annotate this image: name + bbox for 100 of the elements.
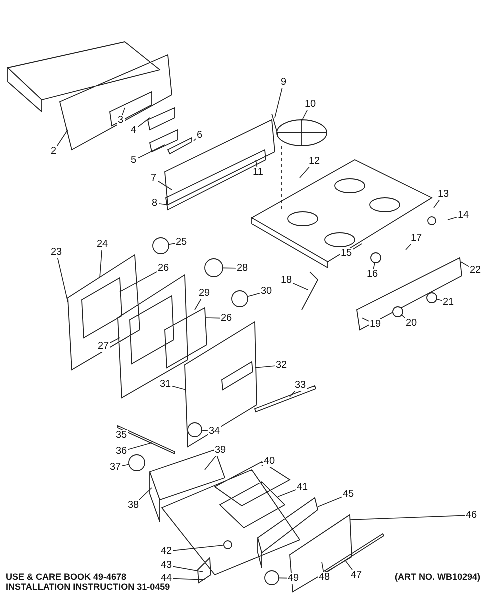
callout-number: 26 — [220, 313, 234, 324]
leader-line — [373, 262, 376, 270]
leader-line — [300, 166, 310, 178]
callout-number: 3 — [117, 115, 125, 126]
leader-line — [204, 456, 217, 470]
leader-line — [100, 250, 102, 278]
callout-number: 25 — [175, 237, 188, 248]
callout-number: 11 — [252, 167, 264, 178]
callout-number: 44 — [160, 573, 174, 584]
leader-line — [292, 283, 308, 290]
callout-number: 17 — [410, 233, 424, 244]
callout-number: 31 — [159, 379, 172, 390]
leader-line — [460, 262, 470, 268]
callout-number: 20 — [405, 318, 418, 329]
leader-line — [322, 562, 324, 572]
round-part — [128, 454, 146, 472]
document-reference-text: USE & CARE BOOK 49-4678 — [6, 572, 127, 582]
leader-line — [139, 488, 152, 500]
callout-number: 14 — [457, 210, 470, 221]
callout-number: 49 — [287, 573, 300, 584]
callout-number: 6 — [196, 130, 204, 141]
callout-number: 43 — [160, 560, 174, 571]
round-part — [426, 292, 438, 304]
leader-line — [344, 560, 353, 570]
round-part — [370, 252, 382, 264]
callout-number: 35 — [115, 430, 128, 441]
leader-line — [128, 442, 152, 450]
leader-line — [172, 545, 224, 552]
leader-line — [434, 200, 440, 208]
leader-line — [350, 515, 466, 520]
round-part — [264, 570, 280, 586]
callout-number: 29 — [198, 288, 212, 299]
leader-line — [137, 144, 166, 159]
callout-number: 42 — [160, 546, 174, 557]
leader-line — [302, 110, 308, 122]
callout-number: 41 — [296, 482, 310, 493]
leader-line — [122, 464, 130, 466]
callout-number: 45 — [342, 489, 356, 500]
callout-number: 28 — [236, 263, 250, 274]
round-part — [152, 238, 170, 254]
callout-number: 13 — [437, 189, 450, 200]
callout-number: 21 — [442, 297, 456, 308]
callout-number: 47 — [350, 570, 364, 581]
callout-number: 27 — [97, 341, 110, 352]
leader-line — [290, 390, 296, 398]
round-part — [224, 540, 232, 550]
leader-line — [352, 244, 362, 250]
callout-number: 22 — [469, 265, 482, 276]
callout-number: 46 — [465, 510, 478, 521]
callout-number: 12 — [308, 156, 322, 167]
callout-number: 26 — [157, 263, 170, 274]
leader-line — [436, 298, 442, 302]
callout-number: 23 — [50, 247, 64, 258]
leader-line — [222, 268, 236, 269]
leader-line — [256, 160, 258, 168]
leader-line — [362, 318, 370, 322]
leader-line — [168, 243, 176, 246]
leader-line — [172, 578, 206, 580]
leader-line — [172, 566, 204, 572]
leader-line — [202, 430, 208, 432]
callout-number: 38 — [127, 500, 140, 511]
leader-line — [122, 108, 126, 116]
callout-number: 48 — [318, 572, 332, 583]
leader-line — [194, 138, 196, 142]
round-part — [392, 306, 404, 318]
callout-number: 30 — [260, 286, 274, 297]
leader-line — [278, 490, 296, 498]
leader-line — [157, 180, 172, 190]
callout-number: 33 — [294, 380, 308, 391]
leader-line — [57, 258, 68, 302]
leader-line — [254, 366, 276, 368]
round-part — [188, 422, 202, 438]
callout-number: 5 — [130, 155, 138, 166]
callout-number: 37 — [109, 462, 122, 473]
leader-line — [206, 318, 220, 319]
document-reference-text: INSTALLATION INSTRUCTION 31-0459 — [6, 582, 170, 592]
callout-number: 24 — [96, 239, 110, 250]
leader-line — [318, 496, 342, 508]
leader-line — [401, 314, 406, 318]
callout-number: 18 — [280, 275, 294, 286]
leader-line — [406, 244, 412, 250]
callout-number: 34 — [208, 426, 222, 437]
round-part — [232, 290, 248, 308]
callout-number: 10 — [304, 99, 318, 110]
callout-number: 8 — [151, 198, 159, 209]
round-part — [204, 258, 224, 278]
callout-number: 32 — [275, 360, 288, 371]
leader-line — [120, 272, 158, 292]
callout-number: 9 — [280, 77, 288, 88]
callout-number: 19 — [369, 319, 382, 330]
callout-number: 36 — [115, 446, 128, 457]
leader-line — [137, 118, 150, 128]
leader-line — [448, 217, 458, 220]
leader-line — [110, 338, 120, 344]
leader-line — [194, 298, 202, 310]
callout-number: 2 — [50, 146, 58, 157]
leader-line — [57, 130, 68, 146]
callout-number: 16 — [366, 269, 380, 280]
leader-line — [247, 293, 260, 298]
leader-line — [172, 386, 186, 390]
